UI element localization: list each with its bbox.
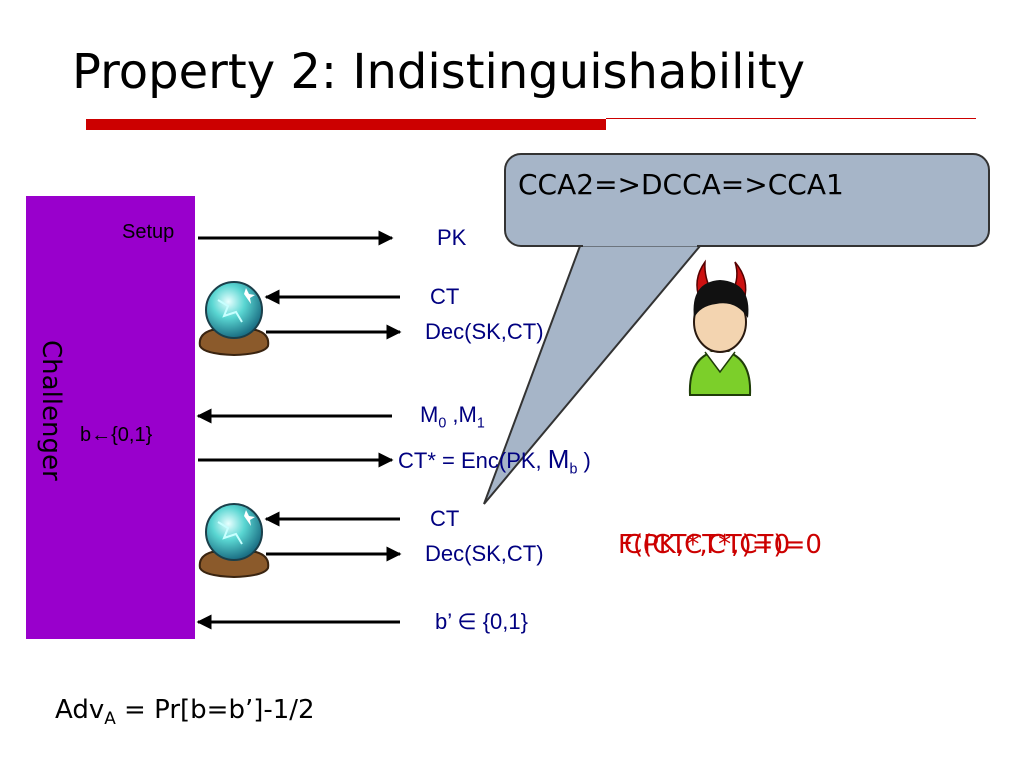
dec-reply-label-2: Dec(SK,CT) [425, 541, 544, 566]
condition-label-c: C(CT*,CT)=0 [624, 530, 791, 560]
ct-query-label-2: CT [430, 506, 460, 531]
adversary-devil-icon [688, 259, 752, 396]
title-underline-red [86, 119, 606, 130]
dec-reply-label-1: Dec(SK,CT) [425, 319, 544, 344]
crystal-ball-icon [198, 281, 270, 357]
challenger-label: Challenger [36, 340, 66, 481]
challenger-box [26, 196, 195, 639]
messages-label: M0 ,M1 [420, 402, 485, 432]
pk-label: PK [437, 225, 467, 250]
slide-title: Property 2: Indistinguishability [72, 44, 806, 100]
crystal-ball-icon [198, 503, 270, 579]
callout-text: CCA2=>DCCA=>CCA1 [518, 168, 844, 201]
challenge-ciphertext-label: CT* = Enc(PK, Mb ) [398, 444, 591, 478]
ct-query-label-1: CT [430, 284, 460, 309]
b-choice-label: b←{0,1} [80, 424, 153, 446]
title-underline-thin [606, 118, 976, 119]
guess-label: b’ ∈ {0,1} [435, 609, 528, 634]
condition-label-f: F(PK,CT*,CT)=0 [618, 530, 822, 560]
callout-bubble [483, 153, 990, 505]
setup-label: Setup [122, 221, 175, 243]
advantage-formula: AdvA = Pr[b=b’]-1/2 [55, 695, 315, 729]
